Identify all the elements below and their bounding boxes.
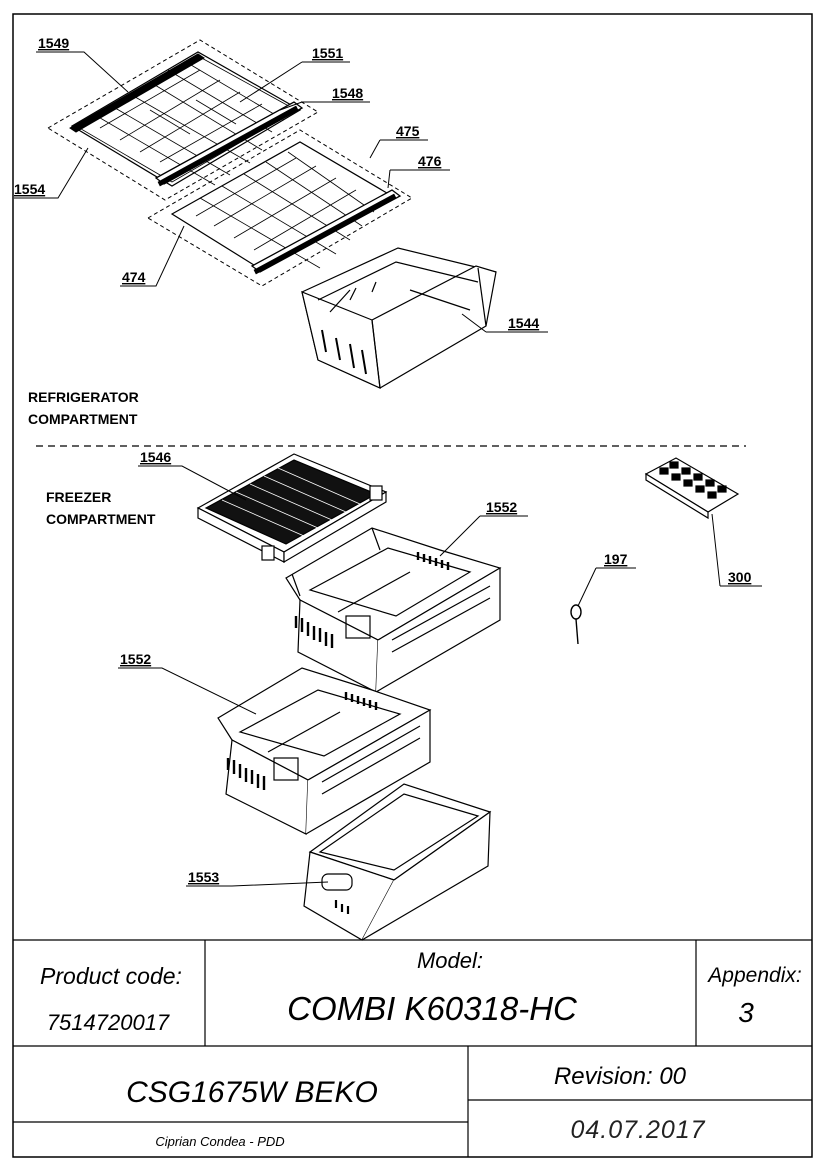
- callout-1549: 1549: [38, 35, 69, 51]
- freezer-drawer-lower: [217, 667, 432, 835]
- title-block-grid: [13, 939, 812, 1157]
- callout-1548: 1548: [332, 85, 363, 101]
- freezer-drawer-bottom: [303, 783, 492, 941]
- callout-1551: 1551: [312, 45, 343, 61]
- callout-197: 197: [604, 551, 628, 567]
- leader-lines-upper: [14, 51, 548, 333]
- callout-300: 300: [728, 569, 752, 585]
- callout-476: 476: [418, 153, 442, 169]
- freezer-drawer-upper: [285, 527, 502, 693]
- section-freezer-line1: FREEZER: [46, 489, 111, 505]
- callout-1552-lower: 1552: [120, 651, 151, 667]
- callout-1553: 1553: [188, 869, 219, 885]
- product-code-value: 7514720017: [47, 1010, 170, 1035]
- product-name: CSG1675W BEKO: [126, 1076, 378, 1109]
- model-value: COMBI K60318-HC: [287, 990, 578, 1027]
- callout-1544: 1544: [508, 315, 539, 331]
- glass-shelf-upper: [47, 39, 319, 201]
- appendix-label: Appendix:: [706, 964, 801, 987]
- section-refrigerator-line1: REFRIGERATOR: [28, 389, 139, 405]
- callout-474: 474: [122, 269, 146, 285]
- revision: Revision: 00: [554, 1063, 687, 1090]
- callout-1552-upper: 1552: [486, 499, 517, 515]
- author: Ciprian Condea - PDD: [155, 1134, 284, 1149]
- model-label: Model:: [417, 948, 483, 973]
- section-refrigerator-line2: COMPARTMENT: [28, 411, 138, 427]
- drawing-border: [12, 13, 813, 1158]
- section-freezer-line2: COMPARTMENT: [46, 511, 156, 527]
- glass-shelf-lower: [147, 129, 413, 287]
- callout-475: 475: [396, 123, 420, 139]
- revision-date: 04.07.2017: [570, 1116, 705, 1144]
- callout-1554: 1554: [14, 181, 45, 197]
- freezer-shelf: [196, 453, 388, 564]
- callout-1546: 1546: [140, 449, 171, 465]
- appendix-value: 3: [738, 997, 754, 1028]
- product-code-label: Product code:: [40, 963, 182, 989]
- ice-scoop: [570, 604, 582, 645]
- crisper-drawer: [301, 247, 497, 389]
- leader-lines-lower: [118, 465, 762, 887]
- ice-cube-tray: [644, 457, 740, 520]
